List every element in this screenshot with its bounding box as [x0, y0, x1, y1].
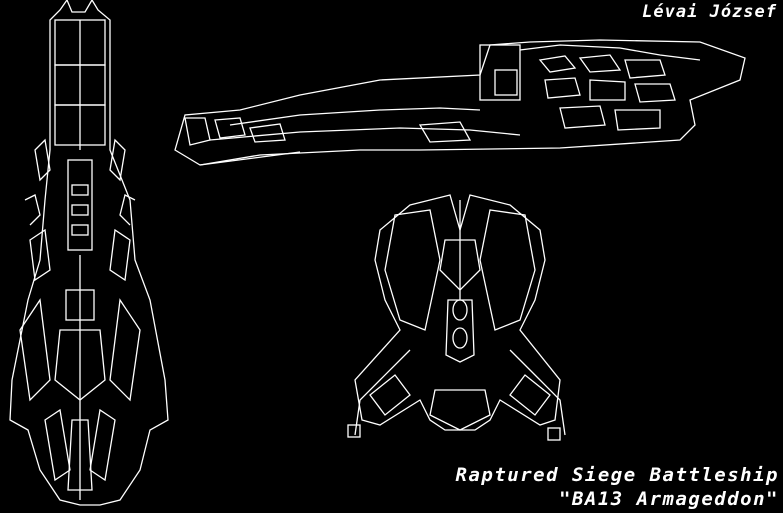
- ship-front-view: [347, 194, 566, 441]
- title-block: Raptured Siege Battleship "BA13 Armagedd…: [456, 463, 779, 511]
- ship-class-title: Raptured Siege Battleship: [455, 464, 779, 486]
- ship-top-view: [9, 0, 169, 506]
- ship-designation: "BA13 Armageddon": [559, 488, 779, 510]
- author-name: Lévai József: [642, 2, 777, 22]
- ship-side-view: [174, 39, 746, 166]
